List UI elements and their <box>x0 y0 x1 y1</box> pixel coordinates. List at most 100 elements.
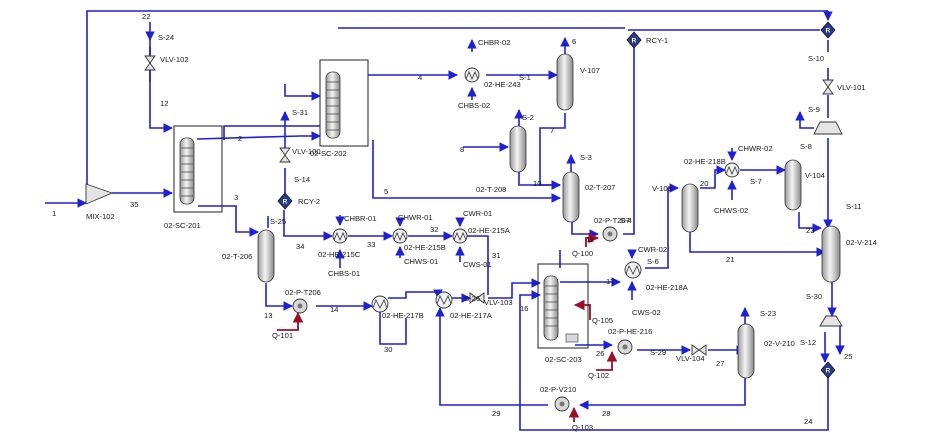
label-chbs01: CHBS-01 <box>328 269 360 278</box>
vessel-icon <box>737 323 755 379</box>
stream-2b[interactable] <box>223 125 320 140</box>
valve-icon <box>469 292 485 304</box>
label-stream-24: 24 <box>804 417 812 426</box>
tank-t208[interactable] <box>509 125 527 173</box>
tank-t207[interactable] <box>562 171 580 223</box>
stream-7[interactable] <box>539 113 566 190</box>
splitter-top[interactable] <box>813 121 843 135</box>
pump-phe216[interactable] <box>617 339 633 355</box>
label-t207: 02-T-207 <box>585 183 615 192</box>
label-stream-2: 2 <box>238 134 242 143</box>
stream-3[interactable] <box>198 205 259 237</box>
label-mix102: MIX-102 <box>86 212 115 221</box>
label-stream-S29: S-29 <box>650 348 666 357</box>
valve-vlv104[interactable] <box>691 344 707 356</box>
exchanger-he218b[interactable] <box>724 162 740 178</box>
energy-q105[interactable] <box>573 299 591 320</box>
tank-t206[interactable] <box>257 229 275 283</box>
vessel-icon <box>562 171 580 223</box>
stream-12[interactable] <box>149 33 173 133</box>
exchanger-he215b[interactable] <box>392 228 408 244</box>
exchanger-coil-icon <box>333 231 347 242</box>
valve-vlv102[interactable] <box>144 55 156 71</box>
stream-10[interactable] <box>518 172 561 190</box>
valve-vlv100[interactable] <box>279 147 291 163</box>
exchanger-he217a[interactable] <box>435 291 453 309</box>
exchanger-he215c[interactable] <box>332 228 348 244</box>
stream-S31b[interactable] <box>284 84 321 101</box>
column-sc201[interactable] <box>173 125 223 213</box>
energy-q102[interactable] <box>596 350 618 371</box>
recycle-rcy1[interactable]: R <box>626 31 642 49</box>
stream-labels: 1 2 3 4 5 6 7 8 10 11 12 13 14 16 17 20 … <box>52 12 861 426</box>
stream-24[interactable] <box>519 290 829 431</box>
exchanger-icon <box>452 228 468 244</box>
stream-28[interactable] <box>579 378 746 410</box>
column-shell <box>325 71 341 139</box>
label-stream-S9: S-9 <box>808 105 820 114</box>
energy-q100[interactable] <box>585 232 600 247</box>
stream-5[interactable] <box>372 140 561 203</box>
recycle-top-right[interactable]: R <box>820 21 836 39</box>
label-q100: Q-100 <box>572 249 593 258</box>
recycle-rcy2[interactable]: R <box>277 192 293 210</box>
label-cwr01: CWR-01 <box>463 209 492 218</box>
vessel-v104[interactable] <box>784 159 802 211</box>
vessel-v107[interactable] <box>556 53 574 111</box>
stream-20[interactable] <box>700 165 726 189</box>
exchanger-he215a[interactable] <box>452 228 468 244</box>
exchanger-coil-icon <box>372 299 388 309</box>
vessel-icon <box>509 125 527 173</box>
stream-13[interactable] <box>265 283 293 311</box>
pump-pv210[interactable] <box>554 396 570 412</box>
label-v214: 02-V-214 <box>846 238 877 247</box>
column-sc203[interactable] <box>537 263 589 349</box>
stream-S6[interactable] <box>645 183 679 269</box>
label-stream-33: 33 <box>367 240 375 249</box>
label-stream-S24: S-24 <box>158 33 174 42</box>
pump-p206[interactable] <box>292 298 308 314</box>
stream-22[interactable] <box>86 10 828 188</box>
label-stream-1: 1 <box>52 209 56 218</box>
label-he218a: 02-HE-218A <box>646 283 689 292</box>
exchanger-coil-icon <box>465 70 479 81</box>
label-stream-25: 25 <box>844 352 852 361</box>
vessel-v103[interactable] <box>681 183 699 233</box>
valve-vlv101[interactable] <box>822 79 834 95</box>
stream-S8[interactable] <box>795 111 814 129</box>
label-q105: Q-105 <box>592 316 613 325</box>
valve-icon <box>822 79 834 95</box>
label-stream-12: 12 <box>160 99 168 108</box>
label-v104: V-104 <box>805 171 825 180</box>
label-v210: 02-V-210 <box>764 339 795 348</box>
stream-34[interactable] <box>283 210 333 241</box>
stream-21[interactable] <box>689 232 826 257</box>
stream-16[interactable] <box>488 278 541 299</box>
vessel-v210[interactable] <box>737 323 755 379</box>
stream-S4[interactable] <box>623 40 635 235</box>
stream-30[interactable] <box>379 312 407 345</box>
stream-29[interactable] <box>435 307 548 406</box>
stream-23[interactable] <box>798 212 822 233</box>
splitter-bottom[interactable] <box>819 315 843 327</box>
label-stream-8: 8 <box>460 145 464 154</box>
exchanger-he217b[interactable] <box>371 295 389 313</box>
exchanger-he243[interactable] <box>464 67 480 83</box>
label-chws01: CHWS-01 <box>404 257 438 266</box>
recycle-bottom-right[interactable]: R <box>820 361 836 379</box>
energy-q101[interactable] <box>277 311 304 331</box>
valve-vlv103[interactable] <box>469 292 485 304</box>
label-stream-23: 23 <box>806 226 814 235</box>
label-stream-29: 29 <box>492 409 500 418</box>
vessel-v214[interactable] <box>821 225 841 283</box>
column-sc202[interactable] <box>319 59 369 147</box>
column-frame <box>319 59 369 147</box>
pump-p207[interactable] <box>602 226 618 242</box>
stream-15[interactable] <box>388 289 443 299</box>
exchanger-he218a[interactable] <box>624 261 642 279</box>
stream-2[interactable] <box>196 131 321 141</box>
column-trays <box>181 147 193 197</box>
stream-31[interactable] <box>466 235 489 295</box>
mixer-mix102[interactable] <box>85 183 114 205</box>
label-v103: V-103 <box>652 184 672 193</box>
